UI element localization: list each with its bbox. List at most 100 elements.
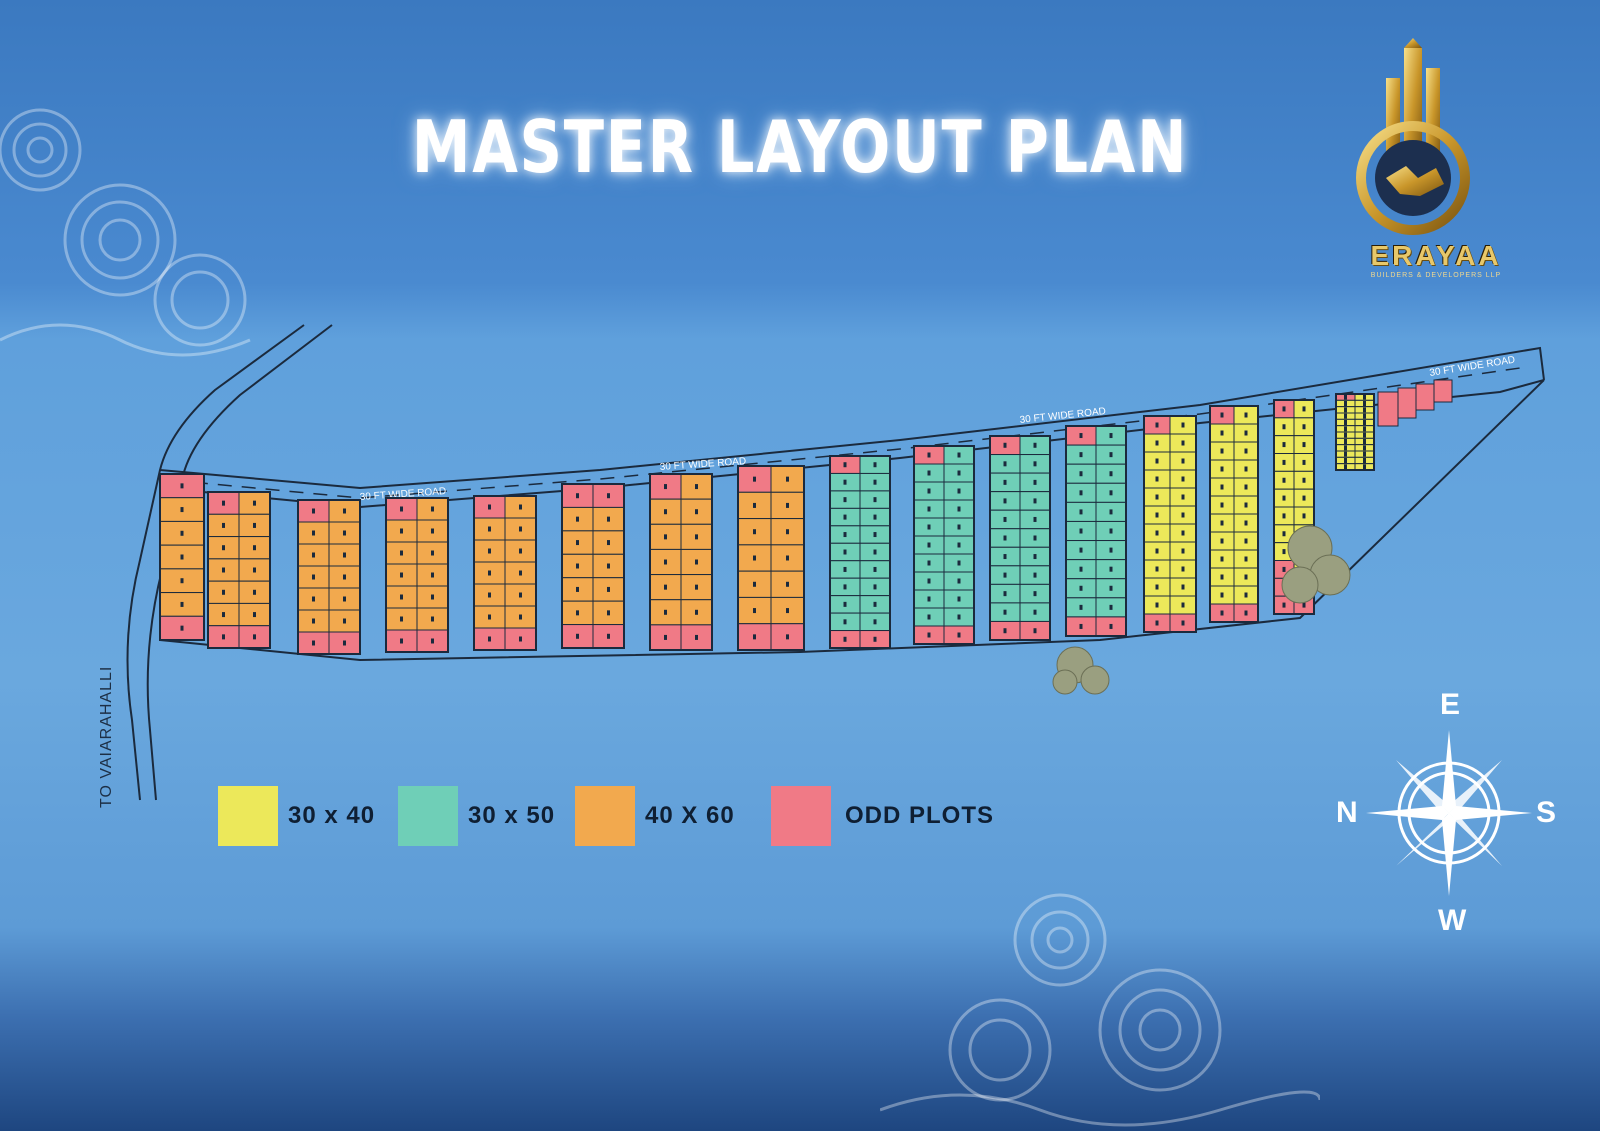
road-label: 30 FT WIDE ROAD [659,456,746,473]
plot-number-mark [607,540,610,546]
plot-number-mark [1282,513,1286,519]
plot-number-mark [843,479,847,485]
plot-number-mark [957,506,961,512]
road-label: 30 FT WIDE ROAD [1019,406,1106,426]
plot-block [1065,425,1127,637]
plot-number-mark [400,638,403,644]
plot-number-mark [927,578,931,584]
plot-number-mark [786,502,789,508]
plot-number-mark [1244,430,1248,436]
plot-number-mark [753,608,756,614]
plot-number-mark [312,552,315,558]
plot-number-mark [786,634,789,640]
plot-number-mark [1079,509,1083,515]
plot-number-mark [753,581,756,587]
plot-block-outline [989,435,1051,641]
plot-number-mark [1363,426,1366,432]
plot-number-mark [1033,628,1037,634]
plot-number-mark [927,470,931,476]
plot-number-mark [927,560,931,566]
plot-block [737,465,805,651]
odd-plot-cell [1415,383,1435,411]
plot-number-mark [1155,602,1159,608]
plot-number-mark [1220,412,1224,418]
plot-number-mark [1109,490,1113,496]
plot-number-mark [180,601,184,607]
legend-item-30x40: 30 x 40 [218,785,375,847]
plot-number-mark [695,484,698,490]
plot-number-mark [1109,528,1113,534]
plot-block [649,473,713,651]
main-road-edge [159,346,1545,490]
plot-block [829,455,891,649]
plot-number-mark [1282,549,1286,555]
plot-number-mark [786,581,789,587]
plot-number-mark [519,548,522,554]
plot-number-mark [1344,451,1347,457]
plot-number-mark [753,555,756,561]
plot-number-mark [431,572,434,578]
plot-number-mark [873,479,877,485]
plot-number-mark [664,509,667,515]
plot-number-mark [1033,554,1037,560]
plot-number-mark [873,514,877,520]
plot-number-mark [843,619,847,625]
page-title: MASTER LAYOUT PLAN [411,105,1189,189]
plot-number-mark [607,610,610,616]
brand-tagline: BUILDERS & DEVELOPERS LLP [1370,272,1502,279]
plot-number-mark [664,559,667,565]
side-road-label: TO VAIARAHALLI [98,665,115,808]
odd-plot-cell [1377,391,1399,427]
plot-number-mark [753,502,756,508]
plot-number-mark [312,508,315,514]
plot-number-mark [607,563,610,569]
plot-number-mark [312,640,315,646]
plot-number-mark [1079,566,1083,572]
plot-number-mark [1363,445,1366,451]
plot-number-mark [1033,572,1037,578]
plot-number-mark [1181,548,1185,554]
plot-number-mark [488,570,491,576]
plot-number-mark [253,612,256,618]
plot-number-mark [343,508,346,514]
plot-number-mark [431,550,434,556]
plot-number-mark [431,616,434,622]
plot-number-mark [1181,458,1185,464]
plot-number-mark [1079,585,1083,591]
plot-number-mark [222,634,225,640]
plot-number-mark [180,483,184,489]
plot-number-mark [843,549,847,555]
plot-number-mark [1220,538,1224,544]
plot-number-mark [957,524,961,530]
plot-block [913,445,975,645]
plot-number-mark [519,636,522,642]
plot-number-mark [843,514,847,520]
plot-number-mark [664,634,667,640]
plot-number-mark [1282,602,1286,608]
plot-number-mark [1363,413,1366,419]
plot-number-mark [1302,495,1306,501]
plot-number-mark [431,594,434,600]
plot-number-mark [957,614,961,620]
plot-number-mark [1344,439,1347,444]
plot-number-mark [576,633,579,639]
plot-block-outline [1273,399,1315,615]
plot-number-mark [1220,556,1224,562]
plot-number-mark [1109,585,1113,591]
erayaa-logo-emblem [1356,38,1470,235]
plot-number-mark [1344,458,1347,463]
compass-label-west: W [1438,904,1467,937]
plot-number-mark [1344,401,1347,406]
plot-number-mark [1220,574,1224,580]
plot-number-mark [222,612,225,618]
plot-number-mark [843,584,847,590]
plot-number-mark [1003,442,1007,448]
plot-number-mark [1302,406,1306,412]
legend-item-30x50: 30 x 50 [398,785,555,847]
plot-number-mark [1181,440,1185,446]
plot-number-mark [1344,413,1347,419]
plot-number-mark [343,640,346,646]
plot-number-mark [1220,592,1224,598]
plot-number-mark [1344,394,1347,400]
plot-number-mark [1109,509,1113,515]
